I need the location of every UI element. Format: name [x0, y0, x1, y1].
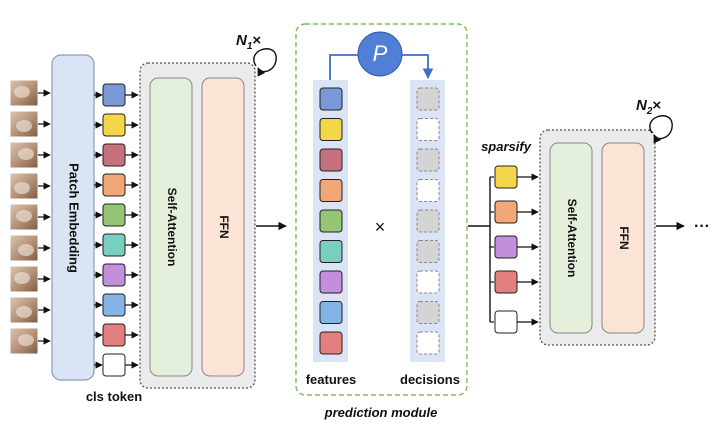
- image-patches: [9, 79, 51, 355]
- decision-mask: [416, 87, 440, 111]
- decisions-label: decisions: [400, 372, 460, 387]
- image-patch: [9, 203, 51, 231]
- token: [102, 83, 126, 107]
- decision-mask: [416, 179, 440, 202]
- image-patch: [9, 327, 51, 355]
- transformer-block-1: Self-Attention FFN: [139, 62, 256, 389]
- feature-token: [319, 179, 343, 202]
- image-patch: [9, 110, 51, 138]
- ellipsis: ···: [694, 218, 710, 235]
- feature-token: [319, 118, 343, 141]
- feature-token: [319, 240, 343, 263]
- repeat-loop-icon-2: [649, 115, 673, 144]
- decision-column: [416, 87, 440, 355]
- sparsify-label: sparsify: [481, 139, 532, 154]
- token: [102, 263, 126, 287]
- decision-mask: [416, 148, 440, 172]
- image-patch: [9, 172, 51, 200]
- token-column: [94, 83, 139, 377]
- decision-mask: [416, 118, 440, 141]
- token: [102, 323, 126, 347]
- transformer-block-2: Self-Attention FFN: [539, 129, 656, 346]
- ffn-label: FFN: [217, 215, 231, 238]
- predictor-circle: [357, 31, 403, 77]
- sparse-token: [494, 235, 518, 259]
- repeat-loop-icon: [253, 48, 277, 77]
- decision-mask: [416, 209, 440, 233]
- decision-mask: [416, 331, 440, 355]
- token: [102, 293, 126, 317]
- sparse-token: [494, 165, 518, 189]
- sparse-token: [494, 270, 518, 294]
- token: [102, 143, 126, 167]
- feature-token: [319, 331, 343, 355]
- image-patch: [9, 234, 51, 262]
- decision-mask: [416, 301, 440, 324]
- sparse-token-column: [489, 165, 539, 334]
- image-patch: [9, 296, 51, 324]
- ffn-label-2: FFN: [617, 226, 631, 249]
- prediction-module: P × features decisions: [295, 23, 468, 396]
- image-patch: [9, 79, 51, 107]
- feature-column: [319, 87, 343, 355]
- prediction-module-label: prediction module: [324, 405, 438, 420]
- n2-repeat-label: N2×: [636, 97, 661, 117]
- feature-token: [319, 87, 343, 111]
- patch-embedding-label: Patch Embedding: [67, 163, 82, 273]
- n1-repeat-label: N1×: [236, 32, 261, 52]
- decision-mask: [416, 270, 440, 294]
- token: [102, 113, 126, 137]
- features-label: features: [306, 372, 357, 387]
- sparse-token: [494, 310, 518, 334]
- self-attention-label-2: Self-Attention: [565, 199, 579, 278]
- feature-token: [319, 148, 343, 172]
- token: [102, 233, 126, 257]
- token: [102, 173, 126, 197]
- image-patch: [9, 265, 51, 293]
- token: [102, 353, 126, 377]
- decision-mask: [416, 240, 440, 263]
- predictor-symbol: P: [373, 41, 388, 66]
- patch-embedding-block: Patch Embedding: [51, 54, 95, 381]
- image-patch: [9, 141, 51, 169]
- sparse-token: [494, 200, 518, 224]
- cls-token-label: cls token: [86, 389, 142, 404]
- self-attention-label: Self-Attention: [165, 188, 179, 267]
- feature-token: [319, 209, 343, 233]
- feature-token: [319, 270, 343, 294]
- feature-token: [319, 301, 343, 324]
- multiply-symbol: ×: [375, 217, 386, 237]
- token: [102, 203, 126, 227]
